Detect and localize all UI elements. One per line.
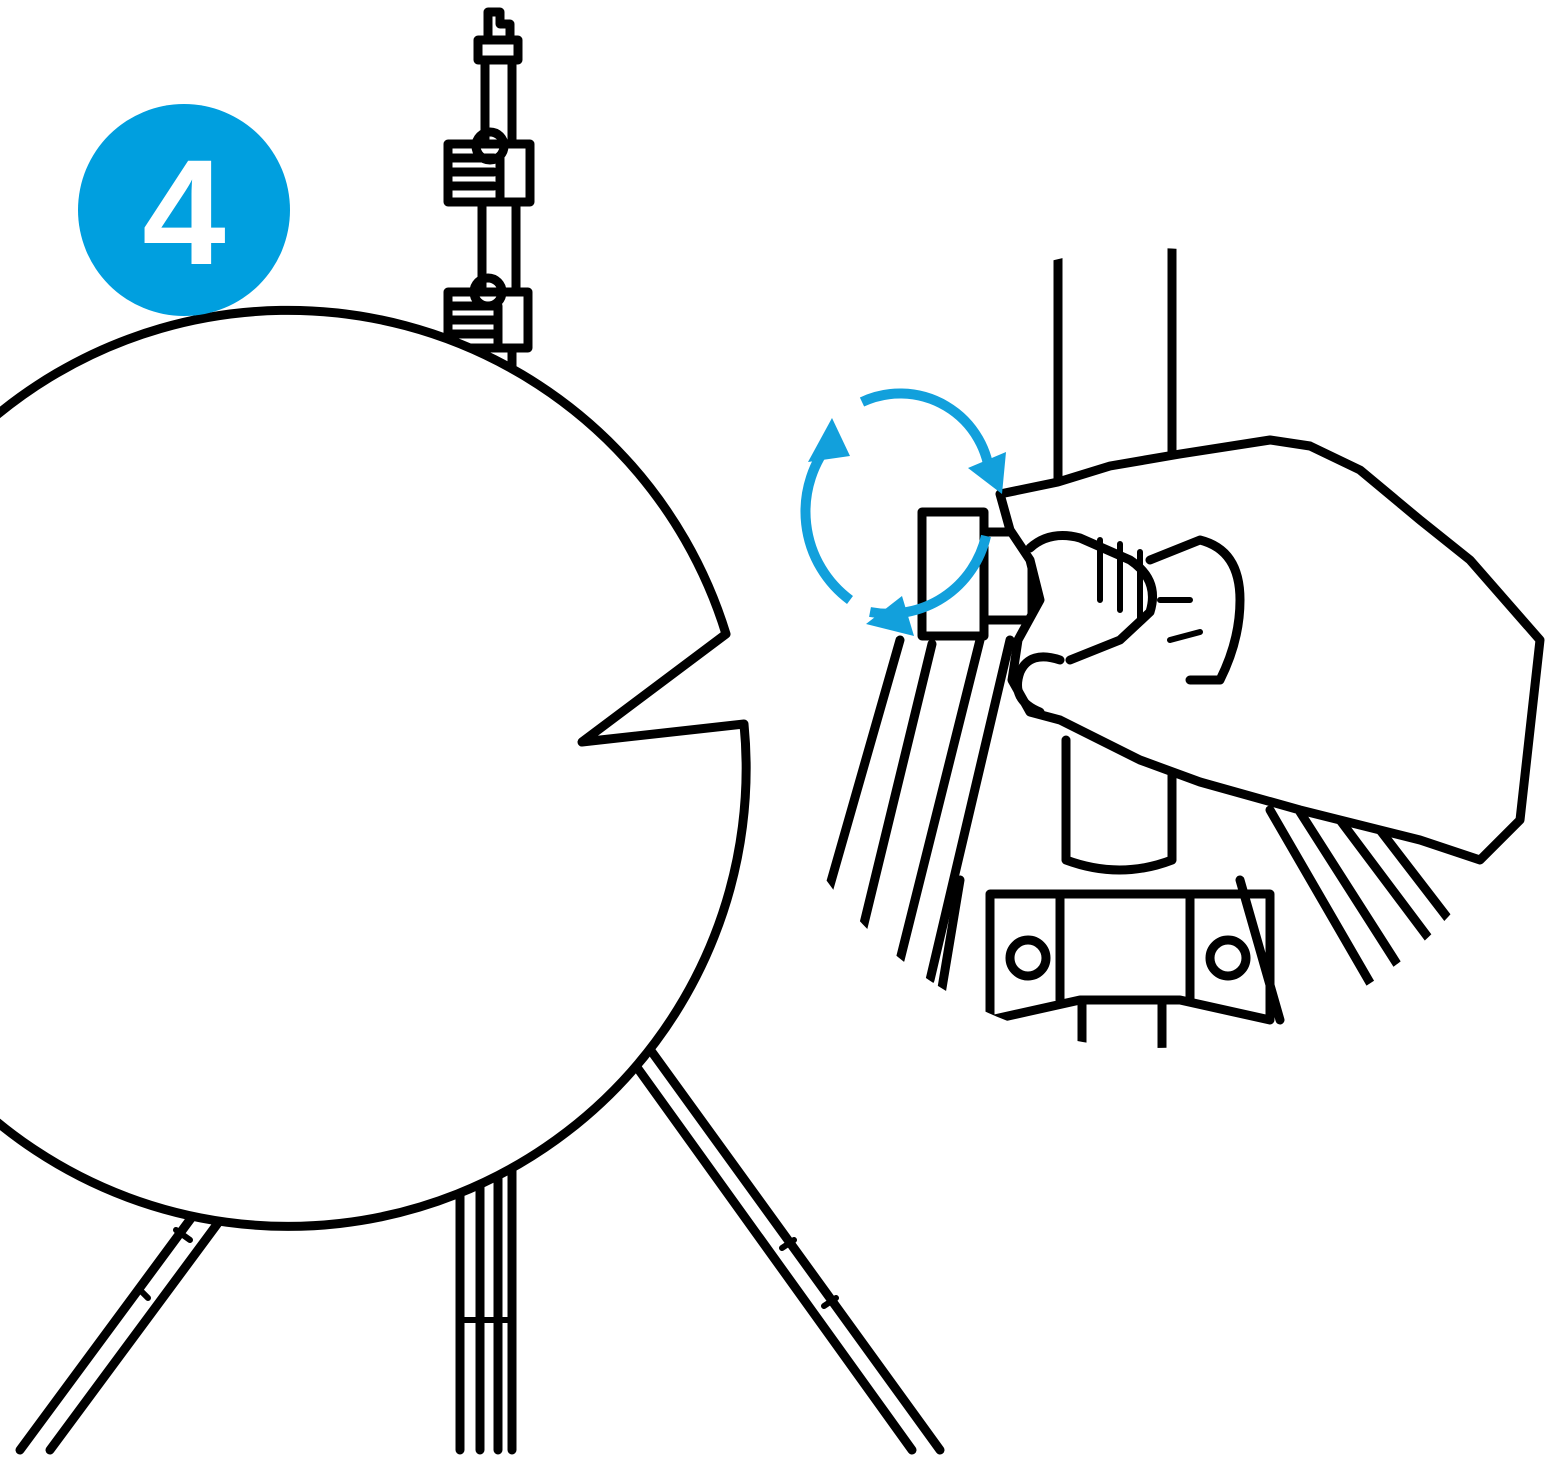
hand-turning-knob-icon	[1000, 440, 1540, 860]
lock-knob-middle	[448, 278, 528, 348]
lock-knob-top	[448, 132, 530, 202]
step-number: 4	[142, 137, 225, 287]
zoom-detail-callout-icon	[0, 240, 1540, 1226]
step-number-badge: 4	[78, 104, 290, 316]
